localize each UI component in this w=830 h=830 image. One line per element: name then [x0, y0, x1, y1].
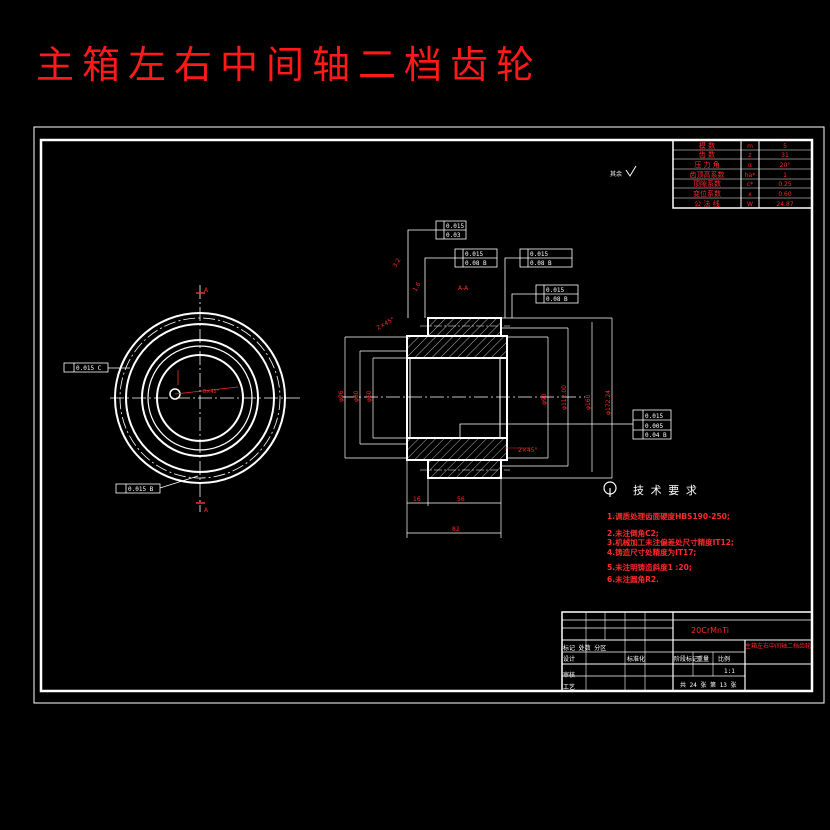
drawing-title: 主箱左右中间轴二档齿轮 — [36, 43, 543, 87]
param-sym-6: W — [747, 201, 753, 208]
param-name-0: 模 数 — [699, 141, 715, 150]
tol-mid-3: 0.015 — [546, 287, 564, 294]
param-name-2: 压 力 角 — [694, 160, 719, 169]
tech-req-item-5: 5.未注明铸造斜度1 :20; — [607, 562, 692, 572]
end-view: 8×45° A A 0.015 C 0.015 B — [63, 285, 300, 514]
tech-req-heading: 技 术 要 求 — [633, 484, 697, 497]
section-label: A-A — [458, 285, 469, 292]
dim-16: 16 — [413, 496, 421, 503]
param-name-4: 顶隙系数 — [693, 179, 721, 188]
marked-label: 标记 处数 分区 — [563, 644, 606, 652]
dim-phi160: φ160 — [585, 394, 592, 410]
dim-82: 82 — [452, 526, 460, 533]
svg-text:其余: 其余 — [610, 170, 622, 178]
circularity-tolerance: 0.015 C — [76, 365, 102, 372]
param-sym-5: x — [748, 191, 752, 198]
parameter-table: 模 数 m 5 齿 数 z 31 压 力 角 α 20° 齿顶高系数 ha* 1… — [672, 139, 813, 209]
dim-phi60: φ60 — [366, 390, 373, 402]
weight-label: 重量 — [697, 655, 709, 663]
std-label: 标准化 — [627, 655, 645, 663]
param-name-5: 变位系数 — [693, 189, 721, 198]
svg-text:2×45°: 2×45° — [376, 316, 396, 332]
param-sym-2: α — [748, 162, 752, 169]
param-val-6: 24.87 — [776, 201, 793, 208]
hole-dim: 8×45° — [203, 389, 220, 395]
param-sym-0: m — [747, 143, 753, 150]
inner-border — [39, 138, 814, 693]
param-val-3: 1 — [783, 172, 787, 179]
param-val-2: 20° — [780, 162, 791, 169]
tol-right-3: 0.04 B — [645, 432, 667, 439]
dim-phi172: φ172.24 — [605, 390, 612, 415]
material: 20CrMnTi — [691, 626, 729, 635]
chamfer-dim: 2×45° — [518, 447, 537, 454]
scale-label: 比例 — [718, 655, 730, 663]
param-sym-1: z — [748, 152, 751, 159]
review-label: 审核 — [563, 671, 575, 679]
tech-req-item-4: 4.铸造尺寸处精度为IT17; — [607, 547, 696, 557]
dim-phi80: φ80 — [353, 390, 360, 402]
drawing-name: 主箱左右中间轴二档齿轮 — [745, 642, 811, 650]
param-val-5: 0.60 — [778, 191, 792, 198]
param-val-4: 0.25 — [778, 181, 792, 188]
tol-top-2: 0.03 — [446, 232, 461, 239]
dim-phi96: φ96 — [338, 390, 345, 402]
tech-req-item-2: 2.未注倒角C2; — [607, 528, 659, 538]
tol-mid-1b: 0.08 B — [465, 260, 487, 267]
technical-requirements: 技 术 要 求 1.调质处理齿面硬度HBS190-250; 2.未注倒角C2; … — [603, 481, 734, 584]
dim-phi112: φ112.00 — [561, 385, 568, 410]
param-val-1: 31 — [781, 152, 789, 159]
param-val-0: 5 — [783, 143, 787, 150]
stage-label: 阶段标记 — [674, 655, 698, 663]
tol-top-1: 0.015 — [446, 223, 464, 230]
param-sym-3: ha* — [745, 172, 755, 179]
section-mark-top: A — [204, 287, 209, 294]
param-name-1: 齿 数 — [699, 150, 715, 159]
outer-border — [33, 126, 825, 704]
dim-56: 56 — [457, 496, 465, 503]
tol-mid-2: 0.015 — [530, 251, 548, 258]
tech-req-item-3: 3.机械加工未注偏差处尺寸精度IT12; — [607, 537, 734, 547]
tol-right-1: 0.015 — [645, 413, 663, 420]
param-sym-4: c* — [747, 181, 753, 188]
section-mark-bottom: A — [204, 507, 209, 514]
title-block — [561, 611, 813, 692]
svg-text:3.2: 3.2 — [392, 257, 403, 269]
param-name-6: 公 法 线 — [694, 199, 719, 208]
tech-req-item-6: 6.未注圆角R2. — [607, 574, 659, 584]
tol-right-2: 0.005 — [645, 423, 663, 430]
param-name-3: 齿顶高系数 — [690, 170, 725, 179]
tol-mid-1: 0.015 — [465, 251, 483, 258]
runout-tolerance-left: 0.015 B — [128, 486, 154, 493]
design-label: 设计 — [563, 655, 575, 663]
roughness-note: 其余 — [610, 165, 637, 178]
dim-phi90: φ90 — [541, 393, 548, 405]
tol-mid-2b: 0.08 B — [530, 260, 552, 267]
tol-mid-3b: 0.08 B — [546, 296, 568, 303]
section-view: φ96 φ80 φ60 φ90 φ112.00 φ160 φ172.24 — [338, 220, 672, 538]
svg-text:1.6: 1.6 — [412, 281, 423, 293]
tech-req-item-1: 1.调质处理齿面硬度HBS190-250; — [607, 511, 730, 521]
craft-label: 工艺 — [563, 683, 575, 691]
sheet-info: 共 24 张 第 13 张 — [680, 681, 737, 689]
scale-value: 1:1 — [724, 668, 735, 675]
